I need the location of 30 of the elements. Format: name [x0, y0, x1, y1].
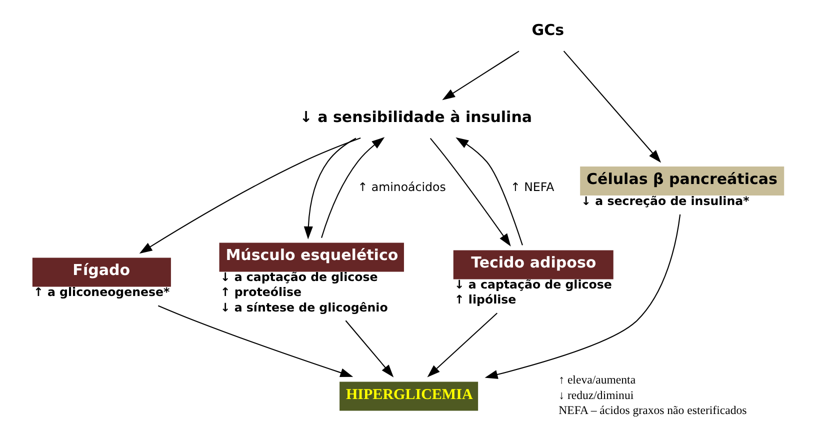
arrow [563, 50, 662, 163]
node-box: Tecido adiposo [453, 250, 614, 280]
edge-label: ↑ aminoácidos [358, 180, 446, 194]
label: NEFA – ácidos graxos não esterificados [558, 402, 747, 417]
arrow [442, 50, 520, 100]
node-label: ↑ a gliconeogenese* [33, 285, 170, 300]
node-box: Células β pancreáticas [580, 166, 784, 196]
node-box: HIPERGLICEMIA [340, 382, 478, 411]
arrow [484, 214, 681, 379]
node-label: ↓ a captação de glicose [220, 270, 378, 284]
arrow [158, 305, 354, 378]
node-box: Músculo esquelético [219, 242, 404, 272]
label: ↓ reduz/diminui [558, 388, 634, 402]
arrow [139, 138, 361, 254]
node-box: Fígado [32, 258, 171, 287]
node-label: ↑ proteólise [220, 285, 302, 300]
label: ↑ eleva/aumenta [558, 372, 636, 387]
node-text: ↓ a sensibilidade à insulina [300, 108, 532, 126]
node-label: ↑ lipólise [454, 292, 516, 307]
arrow [345, 320, 394, 378]
node-label: ↓ a captação de glicose [454, 278, 612, 292]
arrow [427, 312, 498, 378]
arrow [456, 137, 523, 246]
node-text: GCs [532, 21, 564, 40]
arrow [430, 138, 511, 246]
node-label: ↓ a secreção de insulina* [581, 194, 750, 208]
edge-label: ↑ NEFA [510, 180, 554, 194]
node-label: ↓ a síntese de glicogênio [220, 300, 388, 314]
arrow [304, 138, 356, 240]
arrow [321, 137, 385, 238]
